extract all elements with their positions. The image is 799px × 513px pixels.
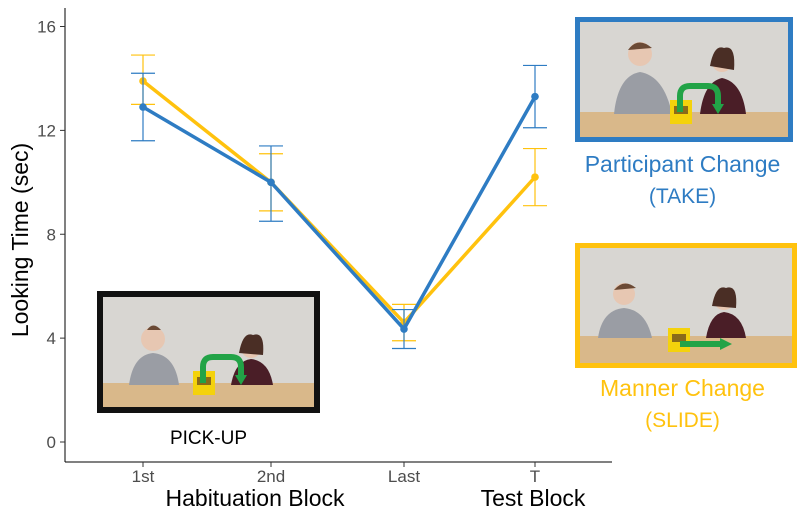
manner-change-photo xyxy=(575,243,797,368)
data-point xyxy=(139,103,147,111)
series-participant-change xyxy=(131,64,547,350)
data-point xyxy=(267,178,275,187)
y-tick-label: 12 xyxy=(37,121,56,140)
participant-change-photo xyxy=(575,17,793,142)
take-scene-image xyxy=(580,22,788,137)
axes xyxy=(64,8,612,463)
manner-change-title: Manner Change xyxy=(600,375,765,401)
y-tick-label: 0 xyxy=(47,433,56,452)
manner-subtitle-word: SLIDE xyxy=(652,409,713,432)
participant-subtitle-open: ( xyxy=(648,185,656,208)
y-tick-label: 8 xyxy=(47,225,56,244)
ticks: 0 4 8 12 16 1st 2nd Last T xyxy=(37,18,540,487)
participant-subtitle-word: TAKE xyxy=(655,185,710,208)
x-group-label-habituation: Habituation Block xyxy=(166,485,345,511)
participant-change-title: Participant Change xyxy=(584,151,781,177)
x-tick-label: Last xyxy=(388,467,420,486)
slide-scene-image xyxy=(580,248,792,363)
pickup-caption: PICK-UP xyxy=(169,428,248,449)
x-tick-label: 1st xyxy=(132,467,155,486)
data-point xyxy=(400,325,408,333)
series xyxy=(131,54,547,350)
x-group-label-test: Test Block xyxy=(481,485,586,511)
x-tick-label: 2nd xyxy=(257,467,285,486)
manner-change-subtitle: (SLIDE) xyxy=(560,409,799,433)
pickup-photo xyxy=(97,291,320,413)
y-tick-label: 4 xyxy=(47,329,56,348)
x-tick-label: T xyxy=(530,467,540,486)
y-tick-label: 16 xyxy=(37,18,56,37)
manner-subtitle-close: ) xyxy=(712,409,720,432)
manner-subtitle-open: ( xyxy=(645,409,653,432)
y-axis-label: Looking Time (sec) xyxy=(7,143,33,337)
series-line xyxy=(142,95,537,331)
participant-change-subtitle: (TAKE) xyxy=(560,185,799,209)
data-point xyxy=(531,173,539,181)
participant-subtitle-close: ) xyxy=(709,185,717,208)
series-line xyxy=(141,79,537,325)
data-point xyxy=(531,92,539,101)
pickup-scene-image xyxy=(103,297,314,407)
